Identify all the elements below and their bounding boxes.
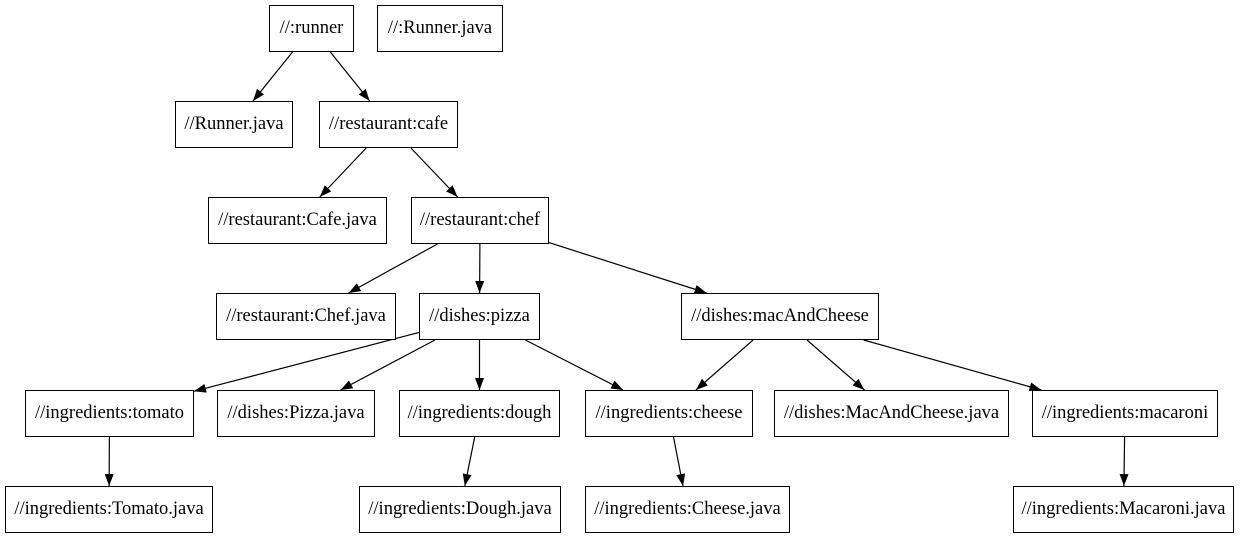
edge-macandcheese-to-macaroni (863, 339, 1042, 392)
graph-node-macaroni: //ingredients:macaroni (1032, 390, 1218, 437)
edge-runner-to-runner-java (252, 51, 293, 102)
edge-macaroni-to-macaroni-java (1119, 436, 1129, 487)
graph-node-macandcheese: //dishes:macAndCheese (681, 293, 879, 340)
edge-cheese-to-cheese-java (672, 436, 686, 487)
graph-node-runner: //:runner (269, 5, 354, 52)
edge-dough-to-dough-java (462, 436, 476, 487)
graph-node-runner-java: //Runner.java (175, 101, 293, 148)
graph-node-tomato: //ingredients:tomato (25, 390, 194, 437)
edge-pizza-to-pizza-java (340, 339, 436, 391)
graph-node-chef: //restaurant:chef (411, 197, 549, 244)
edge-cafe-to-chef (410, 147, 459, 198)
edge-chef-to-macandcheese (548, 242, 707, 294)
graph-node-pizza: //dishes:pizza (419, 293, 540, 340)
edge-pizza-to-cheese (525, 339, 624, 391)
graph-node-cheese: //ingredients:cheese (585, 390, 753, 437)
graph-node-cheese-java: //ingredients:Cheese.java (585, 486, 790, 533)
graph-node-runner-java-target: //:Runner.java (377, 5, 503, 52)
graph-node-dough: //ingredients:dough (399, 390, 560, 437)
edge-macandcheese-to-macandcheese-java (806, 339, 865, 391)
edge-pizza-to-tomato (193, 331, 420, 393)
graph-node-macandcheese-java: //dishes:MacAndCheese.java (774, 390, 1009, 437)
graph-node-cafe: //restaurant:cafe (319, 101, 458, 148)
graph-node-macaroni-java: //ingredients:Macaroni.java (1013, 486, 1234, 533)
edge-cafe-to-cafe-java (319, 147, 367, 198)
graph-node-dough-java: //ingredients:Dough.java (359, 486, 561, 533)
graph-node-cafe-java: //restaurant:Cafe.java (208, 197, 387, 244)
graph-node-chef-java: //restaurant:Chef.java (216, 293, 396, 340)
edge-chef-to-chef-java (348, 243, 438, 294)
graph-node-pizza-java: //dishes:Pizza.java (217, 390, 375, 437)
edge-runner-to-cafe (329, 51, 371, 102)
graph-node-tomato-java: //ingredients:Tomato.java (5, 486, 213, 533)
edge-macandcheese-to-cheese (695, 339, 754, 391)
